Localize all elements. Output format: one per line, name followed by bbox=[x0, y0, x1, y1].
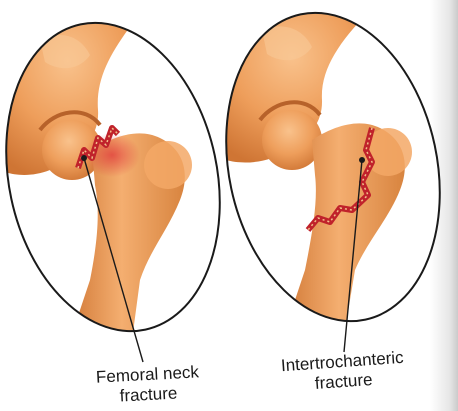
femoral-neck-panel bbox=[0, 0, 247, 362]
intertrochanteric-panel bbox=[199, 0, 458, 352]
femoral-neck-caption: Femoral neck fracture bbox=[77, 361, 219, 408]
